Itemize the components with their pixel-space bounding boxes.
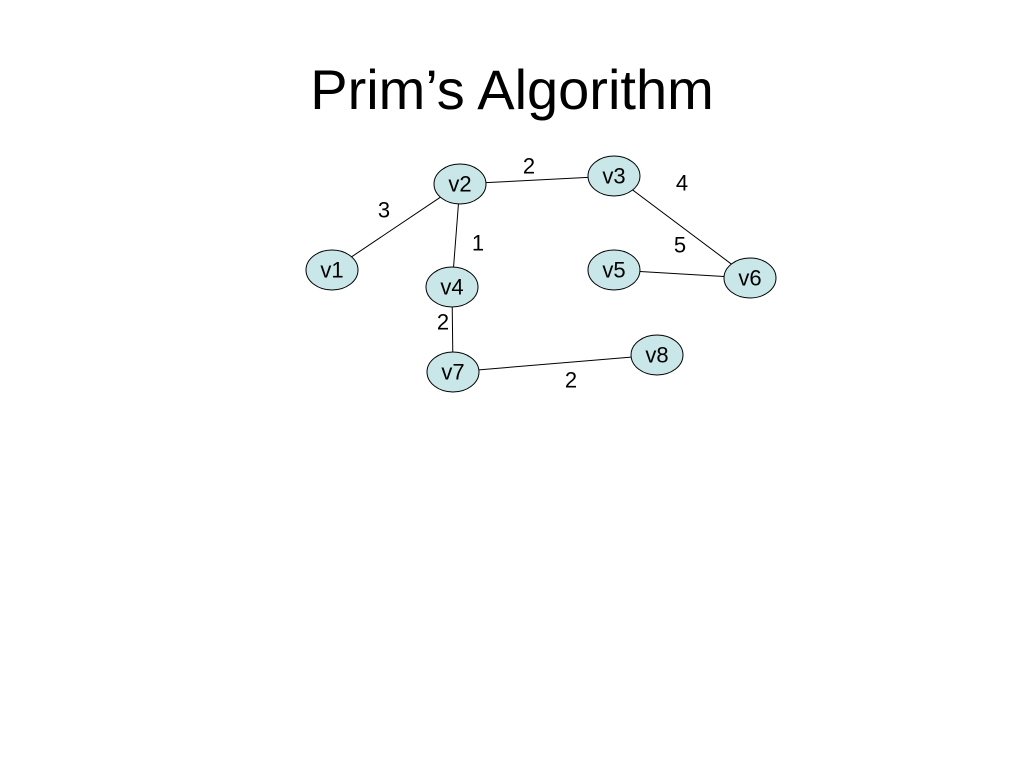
edge-weight-v5-v6: 5 <box>674 233 686 258</box>
node-v6: v6 <box>723 257 777 299</box>
edge-weight-v1-v2: 3 <box>378 198 390 223</box>
edge-weight-v3-v6: 4 <box>676 171 688 196</box>
edge-weight-v4-v7: 2 <box>437 310 449 335</box>
node-label-v1: v1 <box>320 258 343 283</box>
nodes-layer: v1 v2 v3 v4 v5 v6 v7 v8 <box>305 155 777 393</box>
node-label-v8: v8 <box>645 343 668 368</box>
node-shape-v3 <box>587 155 641 197</box>
edge-v4-v7 <box>451 306 454 353</box>
node-label-v4: v4 <box>440 275 463 300</box>
node-shape-v1 <box>305 249 359 291</box>
node-v8: v8 <box>630 334 684 376</box>
edges-layer <box>351 176 732 371</box>
node-v1: v1 <box>305 249 359 291</box>
edge-weight-v7-v8: 2 <box>565 368 577 393</box>
edge-v5-v6 <box>639 271 725 277</box>
edge-v7-v8 <box>478 356 632 371</box>
node-shape-v5 <box>587 249 641 291</box>
node-shape-v6 <box>723 257 777 299</box>
node-v4: v4 <box>425 266 479 308</box>
node-shape-v8 <box>630 334 684 376</box>
node-label-v6: v6 <box>738 266 761 291</box>
slide-title: Prim’s Algorithm <box>310 58 714 121</box>
node-v2: v2 <box>433 163 487 205</box>
edge-v2-v4 <box>453 203 459 268</box>
node-label-v3: v3 <box>602 164 625 189</box>
node-shape-v7 <box>426 351 480 393</box>
edge-weight-v2-v4: 1 <box>472 231 484 256</box>
node-v3: v3 <box>587 155 641 197</box>
edge-v1-v2 <box>351 196 441 258</box>
node-shape-v4 <box>425 266 479 308</box>
node-v5: v5 <box>587 249 641 291</box>
edge-v3-v6 <box>632 189 732 265</box>
node-v7: v7 <box>426 351 480 393</box>
node-label-v7: v7 <box>441 360 464 385</box>
node-label-v2: v2 <box>448 172 471 197</box>
node-shape-v2 <box>433 163 487 205</box>
node-label-v5: v5 <box>602 258 625 283</box>
edge-v2-v3 <box>485 176 589 184</box>
edge-weight-v2-v3: 2 <box>523 154 535 179</box>
weights-layer: 3 2 1 4 5 2 2 <box>378 154 688 393</box>
